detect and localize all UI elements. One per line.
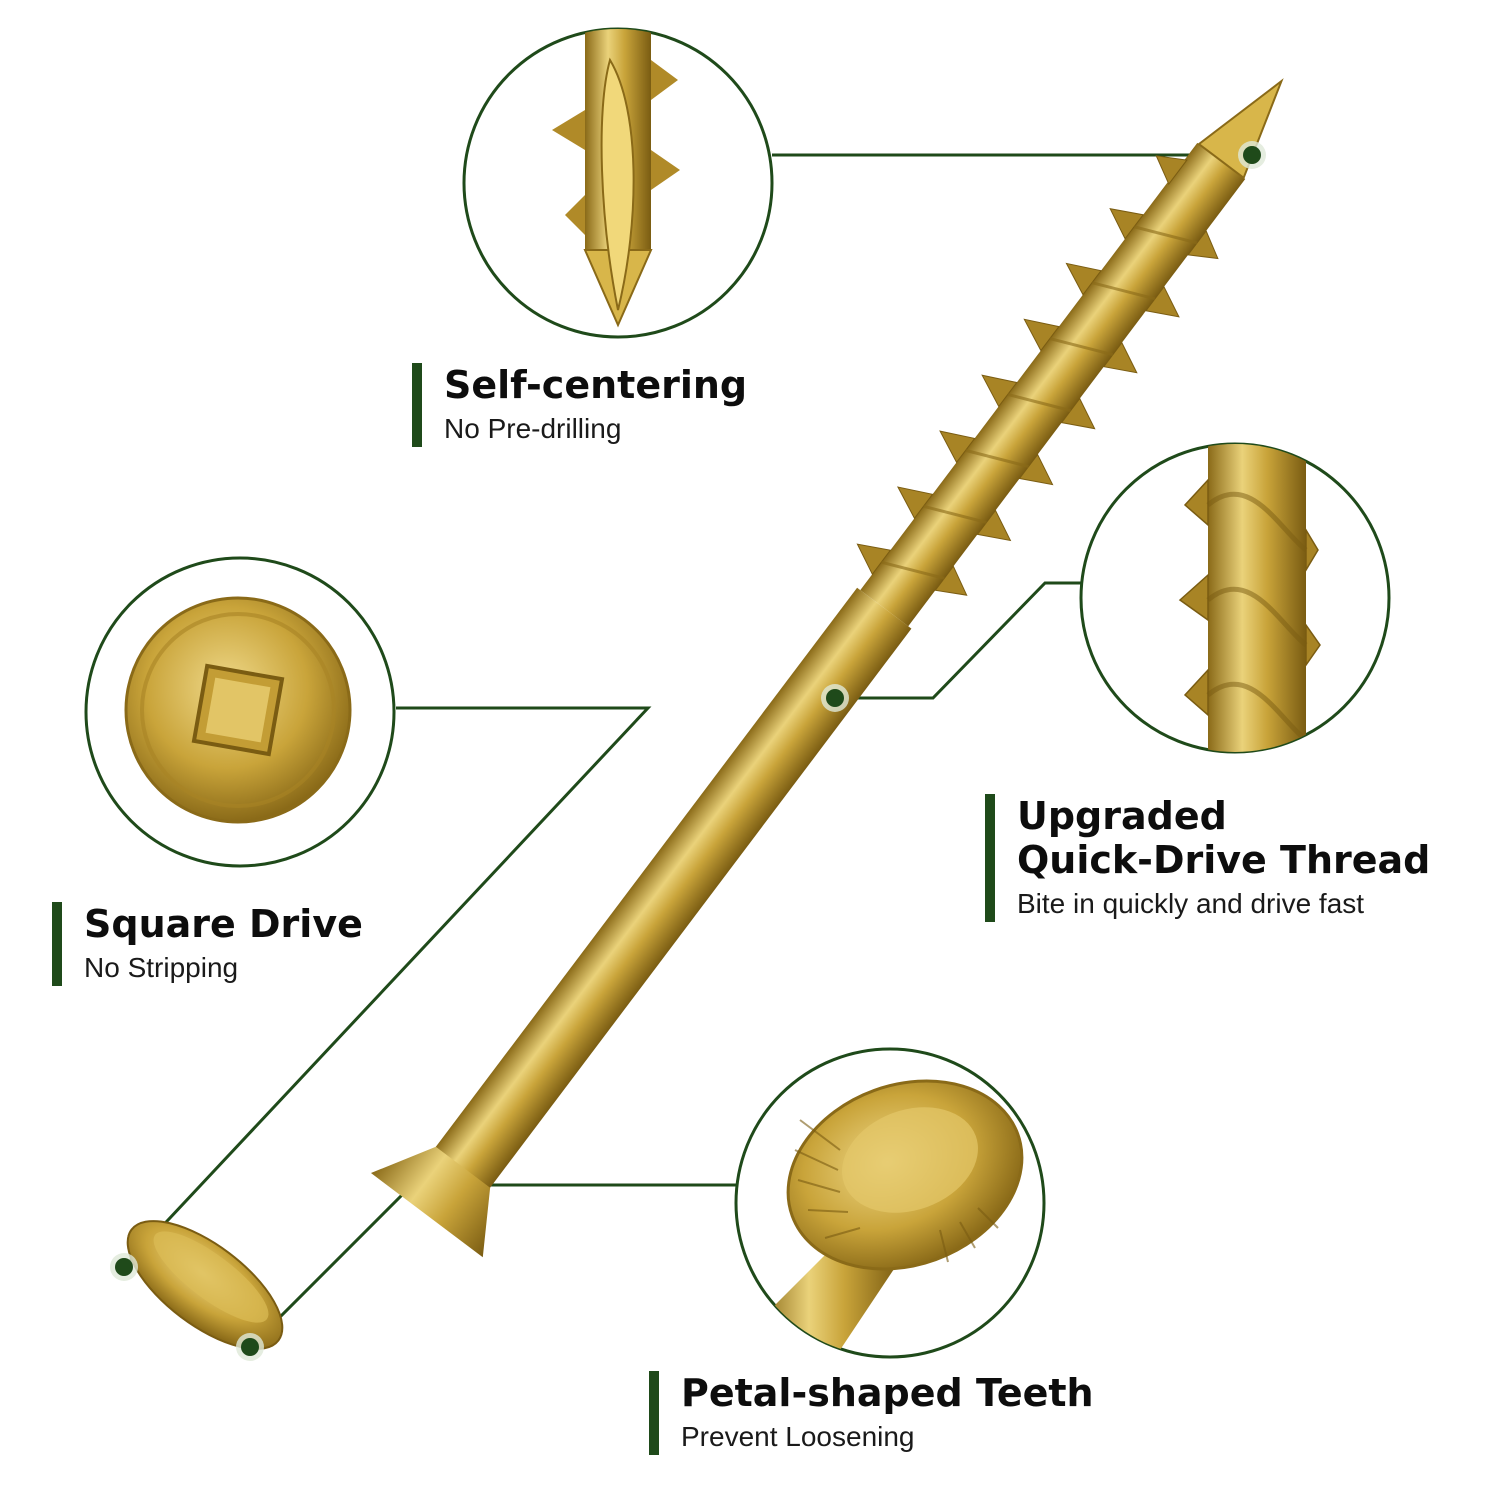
callout-square-drive: Square Drive No Stripping <box>52 902 363 986</box>
callout-subtitle: No Stripping <box>84 952 239 983</box>
anchor-dots <box>110 141 1266 1361</box>
callout-title: Square Drive <box>84 902 363 946</box>
callout-self-centering: Self-centering No Pre-drilling <box>412 363 747 447</box>
callout-upgraded-thread: Upgraded Quick-Drive Thread Bite in quic… <box>985 794 1430 922</box>
callout-subtitle: Prevent Loosening <box>681 1421 915 1452</box>
leader-square-drive <box>122 706 652 1269</box>
screw <box>126 78 1284 1350</box>
square-drive-head-detail-icon <box>84 556 396 868</box>
callout-title: Self-centering <box>444 363 748 407</box>
leader-thread <box>835 581 1081 700</box>
callout-title: Petal-shaped Teeth <box>681 1371 1094 1415</box>
callout-subtitle: Bite in quickly and drive fast <box>1017 888 1365 919</box>
leader-petal <box>248 1183 738 1349</box>
petal-teeth-detail-icon <box>734 1047 1046 1359</box>
callout-title: Upgraded Quick-Drive Thread <box>1017 794 1430 882</box>
callout-title-line2: Quick-Drive Thread <box>1017 838 1431 882</box>
callout-petal-teeth: Petal-shaped Teeth Prevent Loosening <box>649 1371 1094 1455</box>
screw-tip-detail-icon <box>462 27 774 339</box>
callout-subtitle: No Pre-drilling <box>444 413 622 444</box>
thread-detail-icon <box>1079 442 1391 754</box>
callout-title-line1: Upgraded <box>1017 794 1227 838</box>
